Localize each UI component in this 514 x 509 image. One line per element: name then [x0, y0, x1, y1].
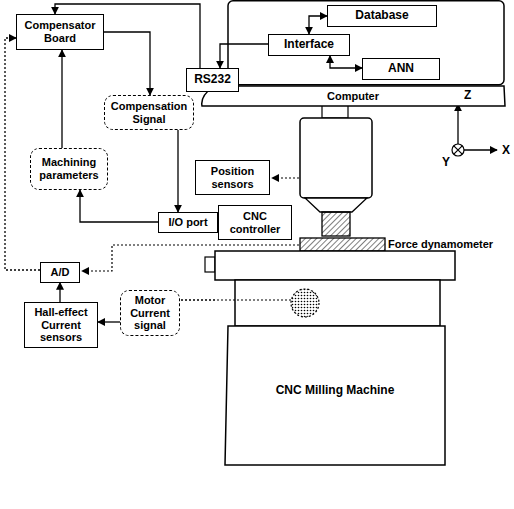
node-text: Database: [333, 9, 431, 23]
node-text: Compensator Board: [22, 19, 98, 44]
axis-label-holder: X: [501, 143, 511, 157]
connector-arrow: [330, 56, 362, 68]
axis-label: X: [501, 143, 513, 157]
sensor-box: Hall-effect Current sensors: [24, 302, 98, 348]
port-box: I/O port: [158, 212, 218, 233]
spindle-tool: [322, 212, 350, 236]
connector-arrow: [98, 321, 120, 322]
head-taper: [305, 198, 367, 212]
connector-arrow: [220, 44, 268, 68]
node-text: RS232: [192, 73, 233, 87]
node-text: I/O port: [164, 216, 212, 229]
connector-arrow: [59, 283, 60, 302]
motor-symbol: [291, 289, 319, 317]
signal-box: Compensation Signal: [104, 95, 194, 130]
connector-arrow: [104, 32, 150, 95]
node-text: ANN: [368, 62, 434, 76]
node-text: Motor Current signal: [126, 294, 174, 332]
node-text: Position sensors: [201, 165, 264, 190]
handwheel: [205, 257, 215, 272]
sensor-box: Position sensors: [195, 160, 270, 195]
process-box: Database: [327, 5, 437, 27]
node-text: Computer: [205, 90, 501, 103]
node-text: Interface: [274, 38, 344, 52]
connector-arrow: [177, 130, 178, 212]
node-text: CNC controller: [224, 210, 286, 235]
x-axis: [464, 149, 497, 150]
spindle-head: [300, 118, 372, 198]
connector-arrow: [80, 190, 158, 222]
port-box: RS232: [186, 68, 239, 92]
position-wire: [272, 177, 299, 178]
axis-label-holder: Y: [441, 155, 451, 169]
force-dynamometer-plate: [300, 238, 385, 251]
axis-label-holder: Z: [463, 88, 472, 102]
process-box: Compensator Board: [16, 14, 104, 50]
axis-label: Z: [463, 88, 474, 102]
part-name: Force dynamometer: [387, 238, 496, 250]
z-axis: [457, 104, 458, 144]
force-signal-wire: [82, 245, 299, 271]
machine-table: [215, 251, 455, 280]
machine-saddle: [235, 280, 440, 326]
monitor-outline: [228, 1, 504, 85]
y-axis-symbol: [452, 144, 464, 156]
keyboard-base: [202, 86, 505, 106]
y-axis-cross: [454, 146, 462, 154]
node-text: Machining parameters: [36, 156, 102, 181]
connector-arrow: [61, 50, 62, 148]
process-box: Interface: [268, 34, 350, 56]
axis-label: Y: [441, 155, 453, 169]
controller-box: CNC controller: [218, 205, 292, 240]
node-text: Compensation Signal: [110, 100, 188, 125]
signal-box: Machining parameters: [30, 148, 108, 190]
process-box: ANN: [362, 58, 440, 80]
motor-signal-wire: [215, 299, 291, 300]
connector-arrow: [180, 299, 215, 300]
computer-housing: Computer DatabaseInterfaceANN: [200, 0, 506, 108]
part-name-holder: Force dynamometer: [387, 238, 494, 250]
converter-box: A/D: [40, 262, 80, 283]
machine-body: CNC Milling Machine: [215, 252, 455, 465]
node-text: A/D: [46, 266, 74, 279]
signal-box: Motor Current signal: [120, 290, 180, 336]
node-text: CNC Milling Machine: [220, 384, 450, 398]
node-text: Hall-effect Current sensors: [30, 306, 92, 344]
connector-arrow: [309, 16, 327, 34]
